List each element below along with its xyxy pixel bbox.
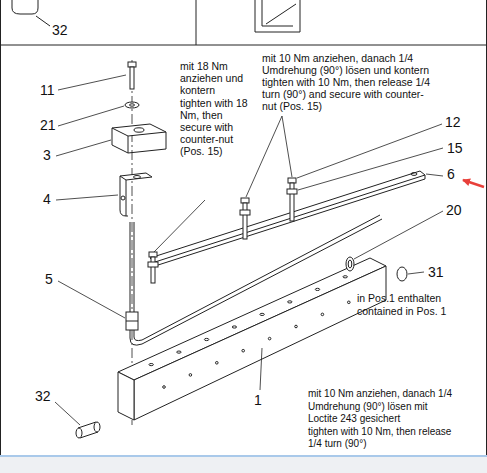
callout-number: 32 [35,388,51,404]
torque-note: tighten with 10 Nm, then release 1/4 tur… [262,76,436,112]
callout-number: 31 [428,264,444,280]
torque-note: mit 10 Nm anziehen, danach 1/4 Umdrehung… [262,52,436,76]
callout-number: 3 [43,147,51,163]
callout-number: 11 [40,82,55,98]
callout-number: 5 [45,271,53,287]
torque-note: mit 18 Nm anziehen und kontern [180,60,248,96]
window-strip [0,455,487,473]
callout-number: 1 [254,392,262,408]
callout-number: 6 [447,166,455,182]
callout-number: 15 [447,140,463,156]
callout-number: 32 [52,22,68,38]
part-note: contained in Pos. 1 [357,305,446,317]
torque-note: tighten with 10 Nm, then release 1/4 tur… [308,426,453,451]
part-note: in Pos.1 enthalten [357,292,441,304]
torque-note: mit 10 Nm anziehen, danach 1/4 Umdrehung… [308,388,453,426]
torque-note: tighten with 18 Nm, then secure with cou… [180,97,248,157]
callout-number: 20 [446,202,462,218]
callout-number: 21 [40,117,56,133]
callout-number: 4 [43,191,51,207]
callout-number: 12 [445,114,461,130]
